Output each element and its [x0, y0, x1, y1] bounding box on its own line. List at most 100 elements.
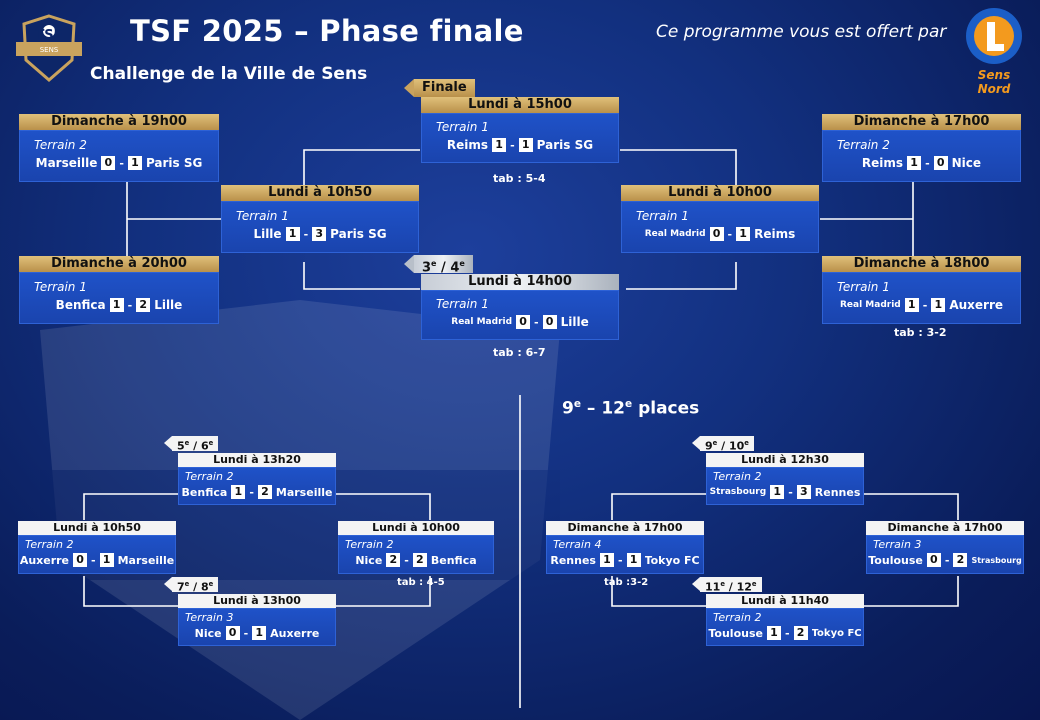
- away-score: 1: [626, 553, 641, 567]
- ribbon-eleventh-place: 11e / 12e: [692, 577, 762, 594]
- final-penalties: tab : 5-4: [493, 172, 546, 185]
- away-team: Paris SG: [145, 156, 203, 170]
- nine-twelve-left-penalties: tab :3-2: [604, 577, 649, 588]
- away-score: 2: [953, 553, 968, 567]
- page-title: TSF 2025 – Phase finale: [130, 14, 524, 48]
- home-team: Benfica: [181, 485, 228, 499]
- qf-bottom-right-penalties: tab : 3-2: [894, 326, 947, 339]
- away-score: 3: [312, 227, 327, 241]
- home-score: 0: [926, 553, 941, 567]
- match-terrain: Terrain 1: [837, 280, 890, 294]
- away-team: Rennes: [814, 485, 861, 499]
- ribbon-ninth-place: 9e / 10e: [692, 436, 754, 453]
- home-score: 1: [904, 298, 919, 312]
- away-score: 1: [736, 227, 751, 241]
- section-title-9-12: 9e – 12e places: [562, 398, 700, 419]
- match-time: Dimanche à 17h00: [546, 521, 704, 535]
- away-score: 2: [793, 626, 808, 640]
- sponsor-logo: [966, 8, 1022, 64]
- home-score: 1: [109, 298, 124, 312]
- away-team: Auxerre: [949, 298, 1004, 312]
- home-team: Benfica: [55, 298, 106, 312]
- away-score: 0: [933, 156, 948, 170]
- club-logo: [16, 14, 82, 82]
- home-team: Marseille: [35, 156, 98, 170]
- away-score: 3: [796, 485, 811, 499]
- page-subtitle: Challenge de la Ville de Sens: [90, 64, 368, 84]
- away-team: Nice: [951, 156, 982, 170]
- home-score: 0: [101, 156, 116, 170]
- ribbon-finale: Finale: [404, 79, 475, 97]
- match-terrain: Terrain 1: [636, 209, 689, 223]
- match-terrain: Terrain 2: [25, 538, 74, 551]
- home-team: Rennes: [550, 553, 596, 567]
- away-score: 1: [931, 298, 946, 312]
- home-score: 0: [709, 227, 724, 241]
- match-terrain: Terrain 2: [345, 538, 394, 551]
- home-team: Real Madrid: [451, 317, 513, 327]
- away-team: Auxerre: [270, 626, 320, 640]
- match-terrain: Terrain 2: [34, 138, 87, 152]
- away-team: Marseille: [275, 485, 333, 499]
- match-terrain: Terrain 3: [873, 538, 922, 551]
- away-team: Paris SG: [536, 138, 594, 152]
- away-score: 2: [136, 298, 151, 312]
- home-team: Nice: [355, 553, 383, 567]
- match-time: Lundi à 10h50: [221, 185, 419, 201]
- sponsor-text: Ce programme vous est offert par: [656, 22, 947, 42]
- match-time: Dimanche à 17h00: [822, 114, 1021, 130]
- away-score: 1: [127, 156, 142, 170]
- home-team: Toulouse: [868, 553, 923, 567]
- home-team: Real Madrid: [644, 229, 706, 239]
- home-score: 1: [231, 485, 246, 499]
- match-terrain: Terrain 2: [713, 470, 762, 483]
- home-score: 0: [225, 626, 240, 640]
- home-team: Strasbourg: [709, 487, 767, 497]
- classement-right-penalties: tab : 4-5: [397, 577, 445, 588]
- match-terrain: Terrain 2: [837, 138, 890, 152]
- home-team: Toulouse: [708, 626, 763, 640]
- home-score: 1: [492, 138, 507, 152]
- home-score: 1: [766, 626, 781, 640]
- third-place-penalties: tab : 6-7: [493, 346, 546, 359]
- away-team: Benfica: [430, 553, 477, 567]
- home-team: Nice: [194, 626, 222, 640]
- away-team: Reims: [754, 227, 796, 241]
- home-score: 1: [907, 156, 922, 170]
- away-score: 1: [518, 138, 533, 152]
- club-logo-sub: SENS: [39, 46, 59, 54]
- home-score: 0: [516, 315, 531, 329]
- match-terrain: Terrain 1: [34, 280, 87, 294]
- match-time: Dimanche à 20h00: [19, 256, 219, 272]
- ribbon-fifth-place: 5e / 6e: [164, 436, 219, 453]
- match-time: Lundi à 10h50: [18, 521, 176, 535]
- home-team: Reims: [446, 138, 489, 152]
- home-team: Real Madrid: [839, 300, 901, 310]
- away-team: Lille: [560, 315, 589, 329]
- away-score: 1: [252, 626, 267, 640]
- match-terrain: Terrain 4: [553, 538, 602, 551]
- home-team: Lille: [253, 227, 282, 241]
- sponsor-name: Sens Nord: [977, 68, 1011, 96]
- away-score: 0: [542, 315, 557, 329]
- match-time: Dimanche à 19h00: [19, 114, 219, 130]
- away-team: Strasbourg: [971, 555, 1022, 565]
- home-team: Auxerre: [19, 553, 70, 567]
